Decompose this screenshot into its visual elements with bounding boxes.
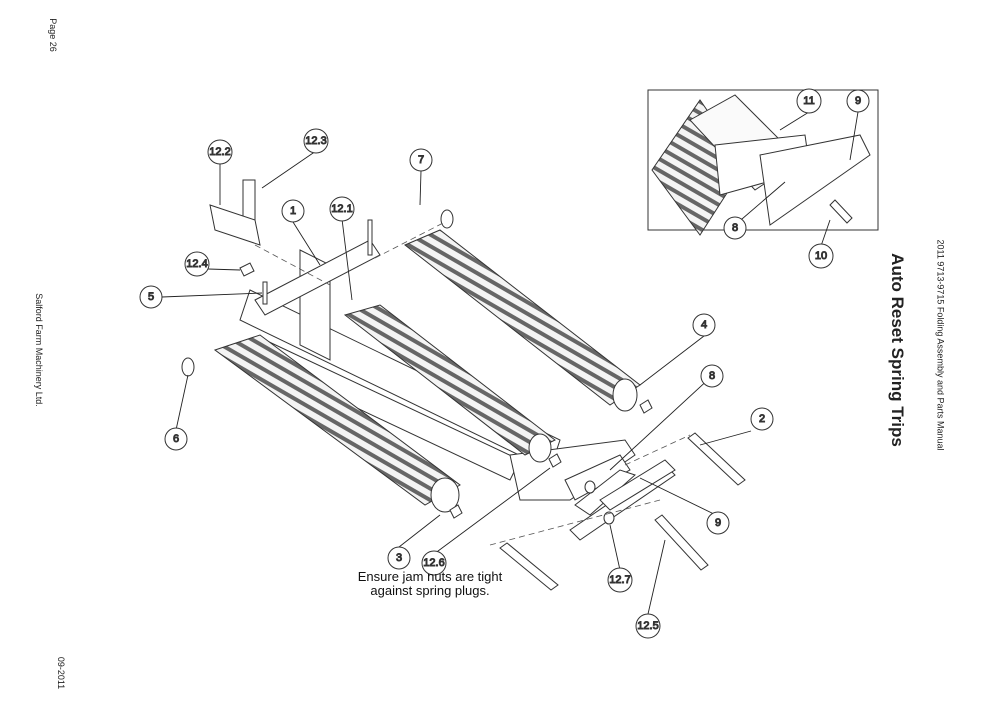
svg-text:12.5: 12.5 — [637, 620, 658, 632]
callout-12-6: 12.6 — [421, 550, 447, 576]
callout-12-1: 12.1 — [329, 196, 355, 222]
callout-7: 7 — [409, 148, 433, 172]
note-line-1: Ensure jam nuts are tight — [357, 569, 503, 584]
svg-text:12.6: 12.6 — [423, 557, 444, 569]
svg-text:2: 2 — [759, 413, 765, 425]
callout-12-4: 12.4 — [184, 251, 210, 277]
svg-text:10: 10 — [815, 250, 827, 262]
callouts: 1 2 3 4 5 6 7 8 8 9 9 10 11 12.1 12.2 12… — [139, 88, 870, 639]
callout-12-2: 12.2 — [207, 139, 233, 165]
svg-text:1: 1 — [290, 205, 296, 217]
svg-text:8: 8 — [732, 222, 738, 234]
callout-2: 2 — [750, 407, 774, 431]
svg-text:4: 4 — [701, 319, 707, 331]
hardware — [181, 179, 853, 591]
callout-12-3: 12.3 — [303, 128, 329, 154]
callout-4: 4 — [692, 313, 716, 337]
callout-9-main: 9 — [706, 511, 730, 535]
callout-12-7: 12.7 — [607, 567, 633, 593]
callout-6: 6 — [164, 427, 188, 451]
callout-5: 5 — [139, 285, 163, 309]
assembly-note: Ensure jam nuts are tight against spring… — [330, 570, 530, 598]
svg-text:12.4: 12.4 — [186, 258, 207, 270]
svg-text:9: 9 — [855, 95, 861, 107]
callout-9-inset: 9 — [846, 89, 870, 113]
svg-text:5: 5 — [148, 291, 154, 303]
svg-text:12.7: 12.7 — [609, 574, 630, 586]
callout-3: 3 — [387, 546, 411, 570]
svg-text:12.2: 12.2 — [209, 146, 230, 158]
callout-1: 1 — [281, 199, 305, 223]
callout-12-5: 12.5 — [635, 613, 661, 639]
inset-detail — [647, 89, 879, 236]
callout-10: 10 — [808, 243, 834, 269]
guide-lines — [254, 221, 691, 546]
callout-11: 11 — [796, 88, 822, 114]
svg-text:6: 6 — [173, 433, 179, 445]
spring-assembly — [213, 229, 641, 513]
leader-lines — [161, 111, 859, 615]
note-line-2: against spring plugs. — [370, 583, 490, 598]
svg-text:11: 11 — [803, 95, 814, 107]
svg-text:8: 8 — [709, 370, 715, 382]
svg-text:9: 9 — [715, 517, 721, 529]
svg-text:7: 7 — [418, 154, 424, 166]
callout-8-inset: 8 — [723, 216, 747, 240]
svg-text:12.3: 12.3 — [305, 135, 326, 147]
svg-text:3: 3 — [396, 552, 402, 564]
callout-8-main: 8 — [700, 364, 724, 388]
svg-text:12.1: 12.1 — [331, 203, 352, 215]
